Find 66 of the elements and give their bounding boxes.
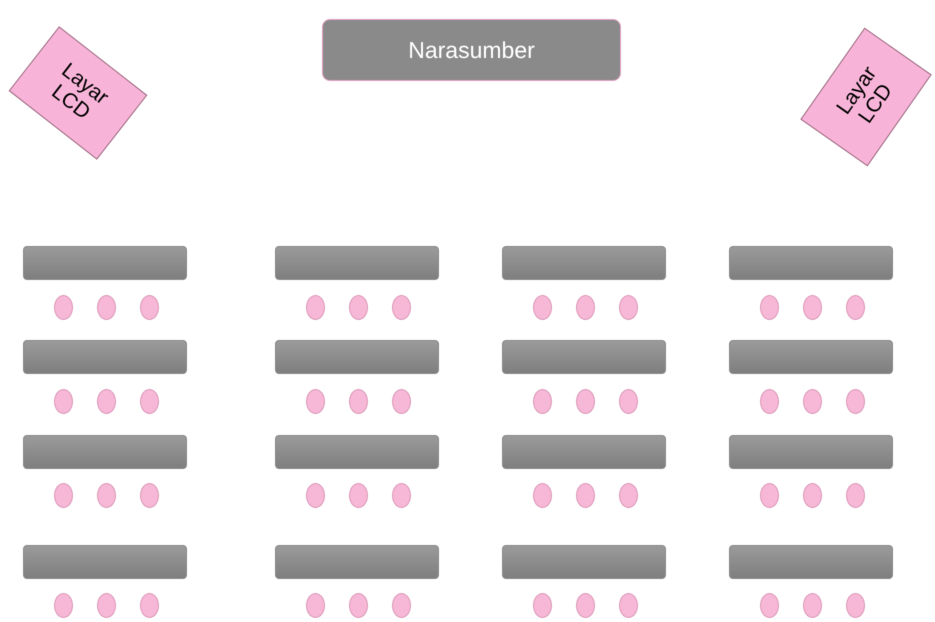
table-bar (275, 340, 439, 374)
speaker-box (322, 19, 621, 81)
chair-circle (803, 483, 822, 508)
chair-circle (576, 389, 595, 414)
chair-circle (619, 593, 638, 618)
table-bar (502, 340, 666, 374)
chair-circle (846, 593, 865, 618)
table-bar (729, 246, 893, 280)
chair-circle (846, 483, 865, 508)
table-bar (729, 435, 893, 469)
chair-circle (576, 295, 595, 320)
chair-circle (803, 295, 822, 320)
chair-circle (140, 593, 159, 618)
chair-circle (392, 593, 411, 618)
chair-circle (760, 389, 779, 414)
chair-circle (306, 389, 325, 414)
chair-circle (533, 483, 552, 508)
chair-circle (306, 593, 325, 618)
table-bar (502, 246, 666, 280)
chair-circle (349, 593, 368, 618)
table-bar (275, 246, 439, 280)
chair-circle (576, 483, 595, 508)
chair-circle (54, 295, 73, 320)
chair-circle (54, 593, 73, 618)
chair-circle (846, 295, 865, 320)
chair-circle (54, 389, 73, 414)
chair-circle (349, 295, 368, 320)
chair-circle (846, 389, 865, 414)
chair-circle (576, 593, 595, 618)
chair-circle (619, 483, 638, 508)
table-bar (729, 545, 893, 579)
chair-circle (760, 593, 779, 618)
chair-circle (392, 483, 411, 508)
table-bar (729, 340, 893, 374)
table-bar (23, 246, 187, 280)
box-label: Narasumber (408, 36, 535, 65)
chair-circle (619, 295, 638, 320)
chair-circle (619, 389, 638, 414)
chair-circle (760, 295, 779, 320)
chair-circle (803, 389, 822, 414)
table-bar (502, 435, 666, 469)
table-bar (502, 545, 666, 579)
chair-circle (306, 483, 325, 508)
chair-circle (97, 389, 116, 414)
chair-circle (349, 483, 368, 508)
chair-circle (140, 389, 159, 414)
table-bar (275, 545, 439, 579)
table-bar (23, 435, 187, 469)
table-bar (23, 340, 187, 374)
chair-circle (392, 295, 411, 320)
chair-circle (803, 593, 822, 618)
chair-circle (533, 389, 552, 414)
chair-circle (760, 483, 779, 508)
chair-circle (306, 295, 325, 320)
chair-circle (349, 389, 368, 414)
chair-circle (533, 593, 552, 618)
chair-circle (97, 483, 116, 508)
chair-circle (140, 295, 159, 320)
chair-circle (533, 295, 552, 320)
table-bar (23, 545, 187, 579)
chair-circle (54, 483, 73, 508)
table-bar (275, 435, 439, 469)
chair-circle (140, 483, 159, 508)
chair-circle (97, 295, 116, 320)
chair-circle (97, 593, 116, 618)
chair-circle (392, 389, 411, 414)
